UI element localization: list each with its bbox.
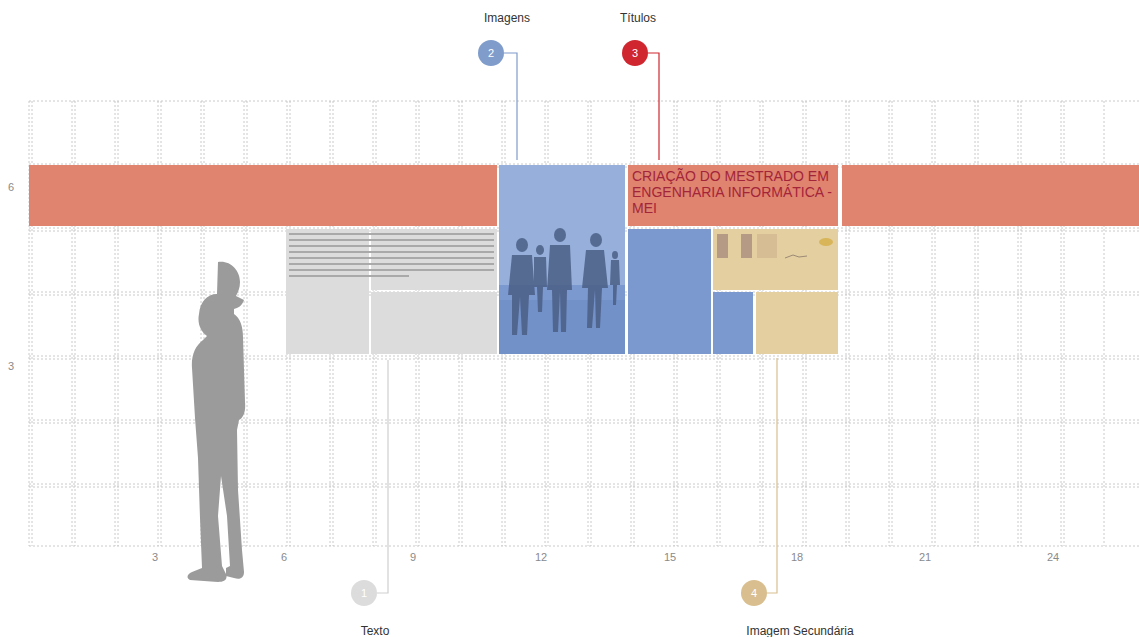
grid-line: [29, 487, 1139, 488]
secondary-image: [756, 292, 838, 354]
title-band: [842, 165, 1139, 226]
secondary-image-detail: [757, 234, 777, 258]
secondary-image-detail: [819, 238, 833, 246]
axis-number: 3: [8, 360, 14, 372]
leader-line: [504, 53, 517, 160]
grid: [29, 101, 1139, 546]
secondary-image-detail: [785, 255, 807, 258]
title-band: [29, 165, 497, 226]
image-block: [713, 292, 753, 354]
callout-circle: 1Texto: [351, 580, 377, 606]
title-box: CRIAÇÃO DO MESTRADO EM ENGENHARIA INFORM…: [628, 165, 838, 226]
text-texture-line: [289, 275, 409, 277]
axis-number: 15: [664, 551, 676, 563]
text-block: [286, 229, 369, 354]
axis-number: 6: [281, 551, 287, 563]
person-silhouette: [188, 262, 246, 582]
text-texture-line: [289, 233, 494, 235]
callout-heading: Imagem Secundária: [746, 624, 853, 637]
axis-number: 21: [919, 551, 931, 563]
leader-line: [767, 358, 777, 593]
text-texture-line: [289, 257, 494, 259]
axis-number: 6: [8, 181, 14, 193]
grid-line: [29, 101, 1139, 102]
axis-number: 9: [410, 551, 416, 563]
main-image: [499, 165, 625, 354]
text-texture-line: [289, 245, 494, 247]
text-texture-line: [289, 269, 494, 271]
text-block: [371, 292, 497, 354]
callout-circle: Imagens2: [478, 40, 504, 66]
callout-circle: Títulos3: [622, 40, 648, 66]
callout-heading: Texto: [361, 624, 390, 637]
secondary-image-detail: [741, 234, 752, 258]
axis-number: 24: [1047, 551, 1059, 563]
axis-number: 12: [535, 551, 547, 563]
axis-number: 18: [791, 551, 803, 563]
text-block: [371, 229, 497, 290]
axis-number: 3: [152, 551, 158, 563]
callout-number: 3: [622, 40, 648, 66]
secondary-image-detail: [717, 234, 728, 258]
grid-line: [29, 164, 1139, 165]
text-texture-line: [289, 251, 494, 253]
text-texture-line: [289, 239, 494, 241]
grid-line: [29, 484, 1139, 485]
leader-line: [377, 360, 388, 593]
secondary-image: [713, 229, 838, 290]
callout-number: 4: [741, 580, 767, 606]
text-texture-line: [289, 263, 494, 265]
callout-circle: 4Imagem Secundária: [741, 580, 767, 606]
callout-heading: Títulos: [620, 11, 656, 25]
callout-number: 2: [478, 40, 504, 66]
grid-line: [29, 546, 1139, 547]
callout-number: 1: [351, 580, 377, 606]
text-texture: [289, 233, 494, 277]
image-people: [508, 228, 620, 335]
leader-line: [648, 53, 659, 160]
image-block: [628, 229, 711, 354]
title-text: CRIAÇÃO DO MESTRADO EM ENGENHARIA INFORM…: [632, 168, 834, 216]
callout-heading: Imagens: [484, 11, 530, 25]
